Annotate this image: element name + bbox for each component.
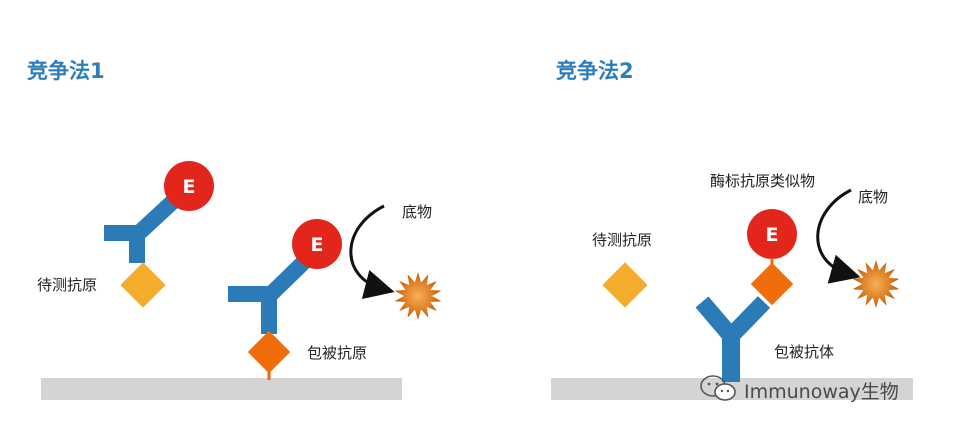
label-free-antigen-1: 待测抗原: [37, 276, 98, 294]
enzyme-circle-1: [164, 161, 214, 211]
label-substrate-1: 底物: [402, 203, 433, 221]
enzyme-letter-3: E: [766, 224, 779, 246]
substrate-star-1: [394, 272, 442, 320]
enzyme-circle-3: [747, 209, 797, 259]
free-antigen-1: [120, 262, 166, 308]
enzyme-circle-2: [292, 219, 342, 269]
watermark: Immunoway生物: [698, 373, 899, 408]
substrate-arrow-1: [349, 204, 395, 300]
coated-antibody-2: [695, 296, 771, 382]
label-coated-antigen-1: 包被抗原: [307, 344, 368, 362]
free-antigen-2: [602, 262, 648, 308]
enzyme-letter-1: E: [183, 176, 196, 198]
wechat-icon: [698, 373, 738, 408]
coated-antigen-1: [247, 330, 291, 374]
enzyme-letter-2: E: [311, 234, 324, 256]
substrate-arrow-2: [816, 188, 861, 284]
label-substrate-2: 底物: [858, 188, 889, 206]
enzyme-antibody-1: [104, 161, 214, 263]
watermark-text: Immunoway生物: [744, 381, 899, 403]
label-coated-antibody-2: 包被抗体: [774, 343, 835, 361]
panel-title-2: 竞争法2: [556, 59, 634, 83]
label-free-antigen-2: 待测抗原: [592, 231, 653, 249]
coating-surface-1: [41, 378, 402, 400]
panel-title-1: 竞争法1: [27, 59, 105, 83]
label-enzyme-antigen-2: 酶标抗原类似物: [710, 172, 816, 190]
enzyme-antibody-2: [228, 219, 342, 334]
substrate-star-2: [852, 260, 900, 308]
